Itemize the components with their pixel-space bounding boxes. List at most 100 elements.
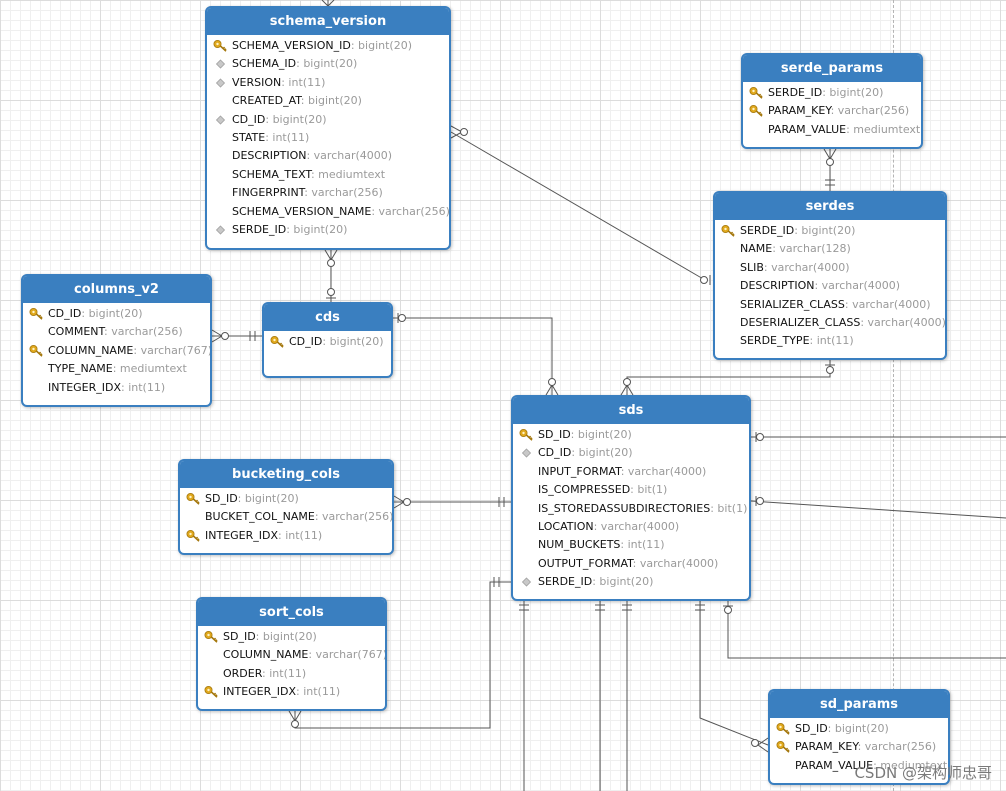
field-row[interactable]: SERDE_ID: bigint(20)	[513, 573, 749, 591]
relation-schema_version-cds[interactable]	[324, 249, 338, 302]
field-name: INTEGER_IDX	[223, 685, 297, 699]
field-row[interactable]: NAME: varchar(128)	[715, 240, 945, 258]
field-type: : varchar(256)	[314, 510, 392, 524]
field-list: CD_ID: bigint(20)	[264, 331, 391, 351]
field-row[interactable]: DESCRIPTION: varchar(4000)	[715, 277, 945, 295]
field-name: SCHEMA_VERSION_NAME	[232, 204, 372, 218]
field-row[interactable]: BUCKET_COL_NAME: varchar(256)	[180, 508, 392, 526]
field-row[interactable]: SERDE_TYPE: int(11)	[715, 332, 945, 350]
foreign-key-icon	[213, 76, 228, 90]
primary-key-icon	[519, 428, 534, 442]
field-row[interactable]: IS_COMPRESSED: bit(1)	[513, 481, 749, 499]
relation-serde_params-serdes[interactable]	[823, 148, 837, 191]
field-name: SD_ID	[538, 428, 571, 441]
field-row[interactable]: SLIB: varchar(4000)	[715, 259, 945, 277]
primary-key-icon	[186, 529, 201, 543]
field-row[interactable]: CD_ID: bigint(20)	[513, 444, 749, 462]
field-row[interactable]: INTEGER_IDX: int(11)	[23, 379, 210, 397]
field-row[interactable]: SD_ID: bigint(20)	[198, 628, 385, 646]
field-type: : varchar(4000)	[620, 464, 707, 478]
field-row[interactable]: ORDER: int(11)	[198, 665, 385, 683]
field-row[interactable]: SERDE_ID: bigint(20)	[743, 84, 921, 102]
field-name: CD_ID	[48, 307, 82, 320]
field-row[interactable]: INPUT_FORMAT: varchar(4000)	[513, 463, 749, 481]
field-name: COMMENT	[48, 325, 105, 339]
field-type: : bigint(20)	[794, 224, 856, 237]
field-row[interactable]: TYPE_NAME: mediumtext	[23, 360, 210, 378]
field-row[interactable]: STATE: int(11)	[207, 129, 449, 147]
field-type: : bigint(20)	[296, 57, 358, 71]
field-row[interactable]: PARAM_KEY: varchar(256)	[743, 102, 921, 120]
primary-key-icon	[776, 740, 791, 754]
relation-cds-sds[interactable]	[393, 313, 559, 396]
field-list: CD_ID: bigint(20)COMMENT: varchar(256)CO…	[23, 303, 210, 397]
primary-key-icon	[204, 685, 219, 699]
field-row[interactable]: INTEGER_IDX: int(11)	[180, 527, 392, 545]
field-row[interactable]: SCHEMA_VERSION_ID: bigint(20)	[207, 37, 449, 55]
field-row[interactable]: PARAM_VALUE: mediumtext	[770, 757, 948, 775]
field-row[interactable]: CD_ID: bigint(20)	[207, 111, 449, 129]
field-row[interactable]: SCHEMA_TEXT: mediumtext	[207, 166, 449, 184]
field-row[interactable]: DESERIALIZER_CLASS: varchar(4000)	[715, 314, 945, 332]
field-type: : mediumtext	[310, 167, 386, 181]
field-row[interactable]: SD_ID: bigint(20)	[770, 720, 948, 738]
field-row[interactable]: CD_ID: bigint(20)	[264, 333, 391, 351]
relation-serdes-sds[interactable]	[620, 360, 835, 396]
field-row[interactable]: PARAM_VALUE: mediumtext	[743, 121, 921, 139]
relation-sds-offscreen-bottom[interactable]	[519, 601, 632, 791]
field-type: : bigint(20)	[827, 722, 889, 735]
field-row[interactable]: SERDE_ID: bigint(20)	[207, 221, 449, 239]
relation-sds-sd_params[interactable]	[695, 601, 769, 753]
field-name: SCHEMA_VERSION_ID	[232, 39, 351, 52]
foreign-key-icon	[213, 113, 228, 127]
relation-sort_cols-sds[interactable]	[288, 577, 511, 729]
field-row[interactable]: COMMENT: varchar(256)	[23, 323, 210, 341]
field-name: SD_ID	[223, 630, 256, 643]
field-row[interactable]: SCHEMA_ID: bigint(20)	[207, 55, 449, 73]
field-type: : varchar(128)	[772, 242, 851, 256]
relation-bucketing_cols-sds[interactable]	[393, 495, 511, 509]
field-row[interactable]: CD_ID: bigint(20)	[23, 305, 210, 323]
relation-sds-offscreen-3[interactable]	[723, 601, 1006, 659]
field-type: : int(11)	[121, 380, 166, 394]
field-row[interactable]: OUTPUT_FORMAT: varchar(4000)	[513, 555, 749, 573]
field-type: : varchar(767)	[308, 648, 385, 662]
field-row[interactable]: SCHEMA_VERSION_NAME: varchar(256)	[207, 203, 449, 221]
field-row[interactable]: LOCATION: varchar(4000)	[513, 518, 749, 536]
field-row[interactable]: SD_ID: bigint(20)	[513, 426, 749, 444]
field-row[interactable]: PARAM_KEY: varchar(256)	[770, 738, 948, 756]
field-row[interactable]: COLUMN_NAME: varchar(767)	[23, 342, 210, 360]
relation-sds-offscreen-2[interactable]	[750, 496, 1006, 519]
field-row[interactable]: CREATED_AT: bigint(20)	[207, 92, 449, 110]
field-row[interactable]: IS_STOREDASSUBDIRECTORIES: bit(1)	[513, 500, 749, 518]
field-row[interactable]: INTEGER_IDX: int(11)	[198, 683, 385, 701]
field-name: VERSION	[232, 75, 282, 89]
field-name: SERDE_TYPE	[740, 334, 810, 348]
field-row[interactable]: SERIALIZER_CLASS: varchar(4000)	[715, 296, 945, 314]
field-type: : varchar(256)	[304, 186, 383, 200]
primary-key-icon	[29, 307, 44, 321]
relation-sds-offscreen-1[interactable]	[751, 432, 1006, 442]
primary-key-icon	[270, 335, 285, 349]
field-name: IS_COMPRESSED	[538, 483, 631, 497]
relation-columns_v2-cds[interactable]	[211, 329, 262, 343]
field-row[interactable]: FINGERPRINT: varchar(256)	[207, 184, 449, 202]
field-row[interactable]: VERSION: int(11)	[207, 74, 449, 92]
field-row[interactable]: SD_ID: bigint(20)	[180, 490, 392, 508]
relation-schema_version-serdes[interactable]	[450, 125, 711, 285]
field-row[interactable]: SERDE_ID: bigint(20)	[715, 222, 945, 240]
field-row[interactable]: NUM_BUCKETS: int(11)	[513, 536, 749, 554]
field-row[interactable]: DESCRIPTION: varchar(4000)	[207, 147, 449, 165]
field-name: SERDE_ID	[768, 86, 823, 99]
field-row[interactable]: COLUMN_NAME: varchar(767)	[198, 646, 385, 664]
